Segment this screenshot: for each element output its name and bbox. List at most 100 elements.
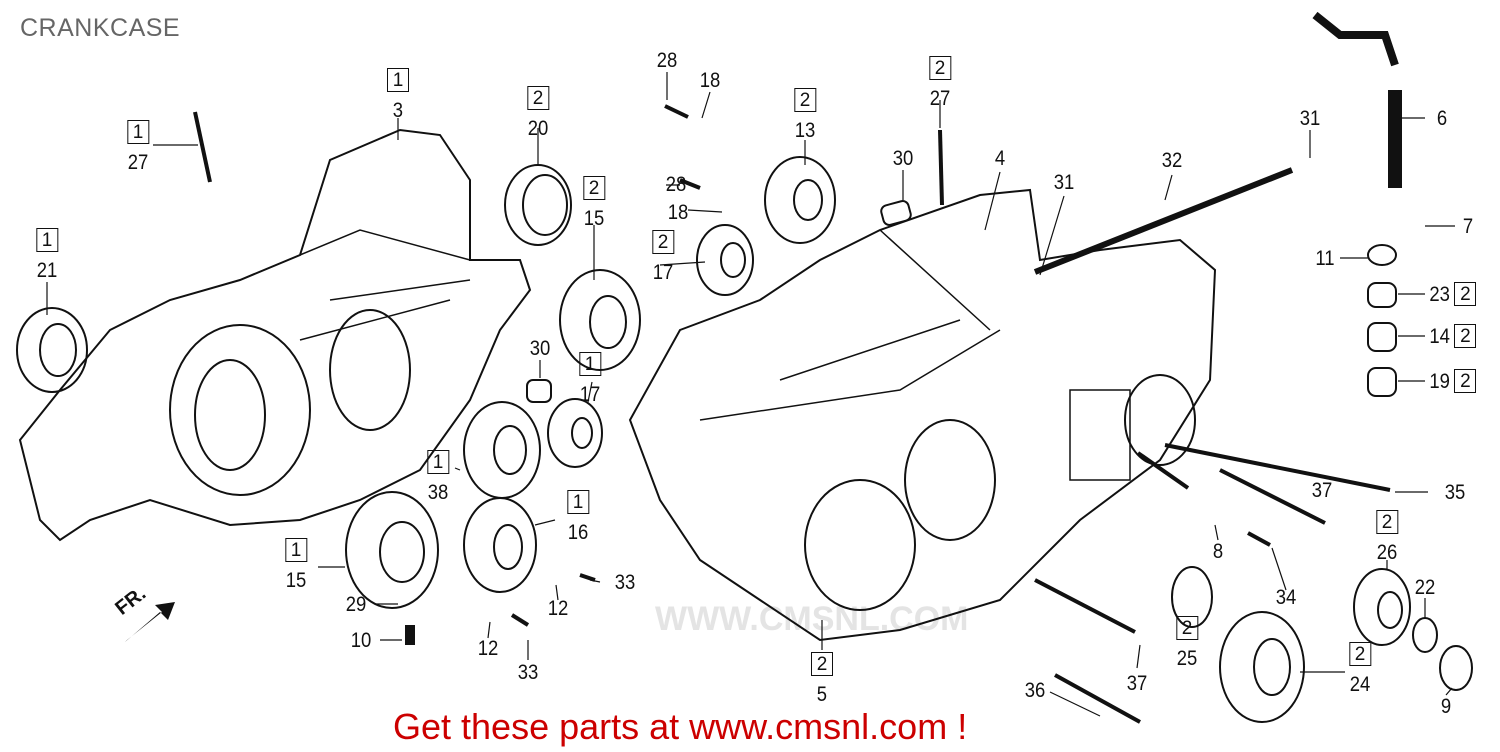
part-number: 9	[1440, 695, 1452, 718]
assembly-group-box: 1	[566, 490, 589, 514]
part-number: 22	[1414, 576, 1436, 599]
part-callout[interactable]: 37	[1310, 480, 1333, 501]
part-number: 19	[1429, 369, 1450, 393]
assembly-group-box: 2	[811, 652, 833, 676]
part-callout[interactable]: 32	[1160, 150, 1183, 171]
part-number: 27	[929, 87, 951, 110]
assembly-group-box: 2	[526, 86, 549, 110]
part-callout[interactable]: 30	[528, 338, 551, 359]
part-number: 30	[529, 337, 551, 360]
part-callout[interactable]: 22	[1413, 577, 1436, 598]
part-number: 37	[1311, 479, 1333, 502]
fasteners	[193, 11, 1402, 724]
part-number: 35	[1444, 481, 1466, 504]
part-callout[interactable]: 31	[1052, 172, 1075, 193]
right-crankcase-half	[628, 188, 1217, 642]
part-callout[interactable]: 9	[1440, 696, 1452, 717]
part-number: 10	[350, 629, 372, 652]
assembly-group-box: 2	[793, 88, 816, 112]
part-number: 4	[994, 147, 1006, 170]
right-case-bore	[904, 419, 996, 541]
part-callout[interactable]: 8	[1212, 541, 1224, 562]
left-case-bore	[169, 324, 311, 496]
part-number: 30	[892, 147, 914, 170]
part-callout[interactable]: 7	[1462, 216, 1474, 237]
part-callout[interactable]: 10	[349, 630, 372, 651]
assembly-group-box: 1	[35, 228, 58, 252]
part-number: 28	[656, 49, 678, 72]
part-number: 15	[583, 207, 605, 230]
part-number: 27	[127, 151, 149, 174]
part-callout[interactable]: 35	[1443, 482, 1466, 503]
part-callout[interactable]: 29	[344, 594, 367, 615]
part-number: 33	[614, 571, 636, 594]
part-callout[interactable]: 11	[1314, 248, 1336, 269]
part-number: 6	[1436, 107, 1448, 130]
assembly-group-box: 2	[1175, 616, 1198, 640]
part-number: 26	[1376, 541, 1398, 564]
part-number: 18	[699, 69, 721, 92]
part-callout[interactable]: 31	[1298, 108, 1321, 129]
part-callout[interactable]: 4	[994, 148, 1006, 169]
part-number: 17	[652, 261, 674, 284]
part-callout[interactable]: 18	[666, 202, 689, 223]
diagram-title: CRANKCASE	[20, 14, 181, 42]
part-callout[interactable]: 30	[891, 148, 914, 169]
part-callout[interactable]: 37	[1125, 673, 1148, 694]
part-callout[interactable]: 6	[1436, 108, 1448, 129]
part-callout[interactable]: 12	[546, 598, 569, 619]
part-number: 28	[665, 173, 687, 196]
part-callout[interactable]: 28	[655, 50, 678, 71]
assembly-group-box: 2	[1454, 324, 1477, 348]
part-number: 7	[1462, 215, 1474, 238]
assembly-group-box: 2	[1454, 282, 1477, 306]
part-number: 24	[1349, 673, 1371, 696]
part-number: 25	[1176, 647, 1198, 670]
part-number: 21	[36, 259, 58, 282]
assembly-group-box: 1	[284, 538, 307, 562]
part-number: 17	[579, 383, 601, 406]
leader-lines	[46, 72, 1455, 717]
bearings	[16, 156, 1473, 723]
part-number: 33	[517, 661, 539, 684]
front-arrow-icon	[125, 602, 175, 642]
part-number: 34	[1275, 586, 1297, 609]
part-callout[interactable]: 36	[1023, 680, 1046, 701]
part-callout[interactable]: 12	[476, 638, 499, 659]
assembly-group-box: 2	[1375, 510, 1398, 534]
promo-footer-link[interactable]: Get these parts at www.cmsnl.com !	[393, 706, 968, 747]
part-number: 38	[427, 481, 449, 504]
part-number: 14	[1429, 324, 1450, 348]
assembly-group-box: 2	[651, 230, 674, 254]
part-number: 37	[1126, 672, 1148, 695]
part-callout[interactable]: 18	[698, 70, 721, 91]
assembly-group-box: 2	[928, 56, 951, 80]
left-case-bearing-seat	[329, 309, 411, 431]
part-callout[interactable]: 33	[516, 662, 539, 683]
part-callout[interactable]: 34	[1274, 587, 1297, 608]
part-number: 32	[1161, 149, 1183, 172]
part-callout[interactable]: 33	[613, 572, 636, 593]
part-callout[interactable]: 28	[664, 174, 687, 195]
